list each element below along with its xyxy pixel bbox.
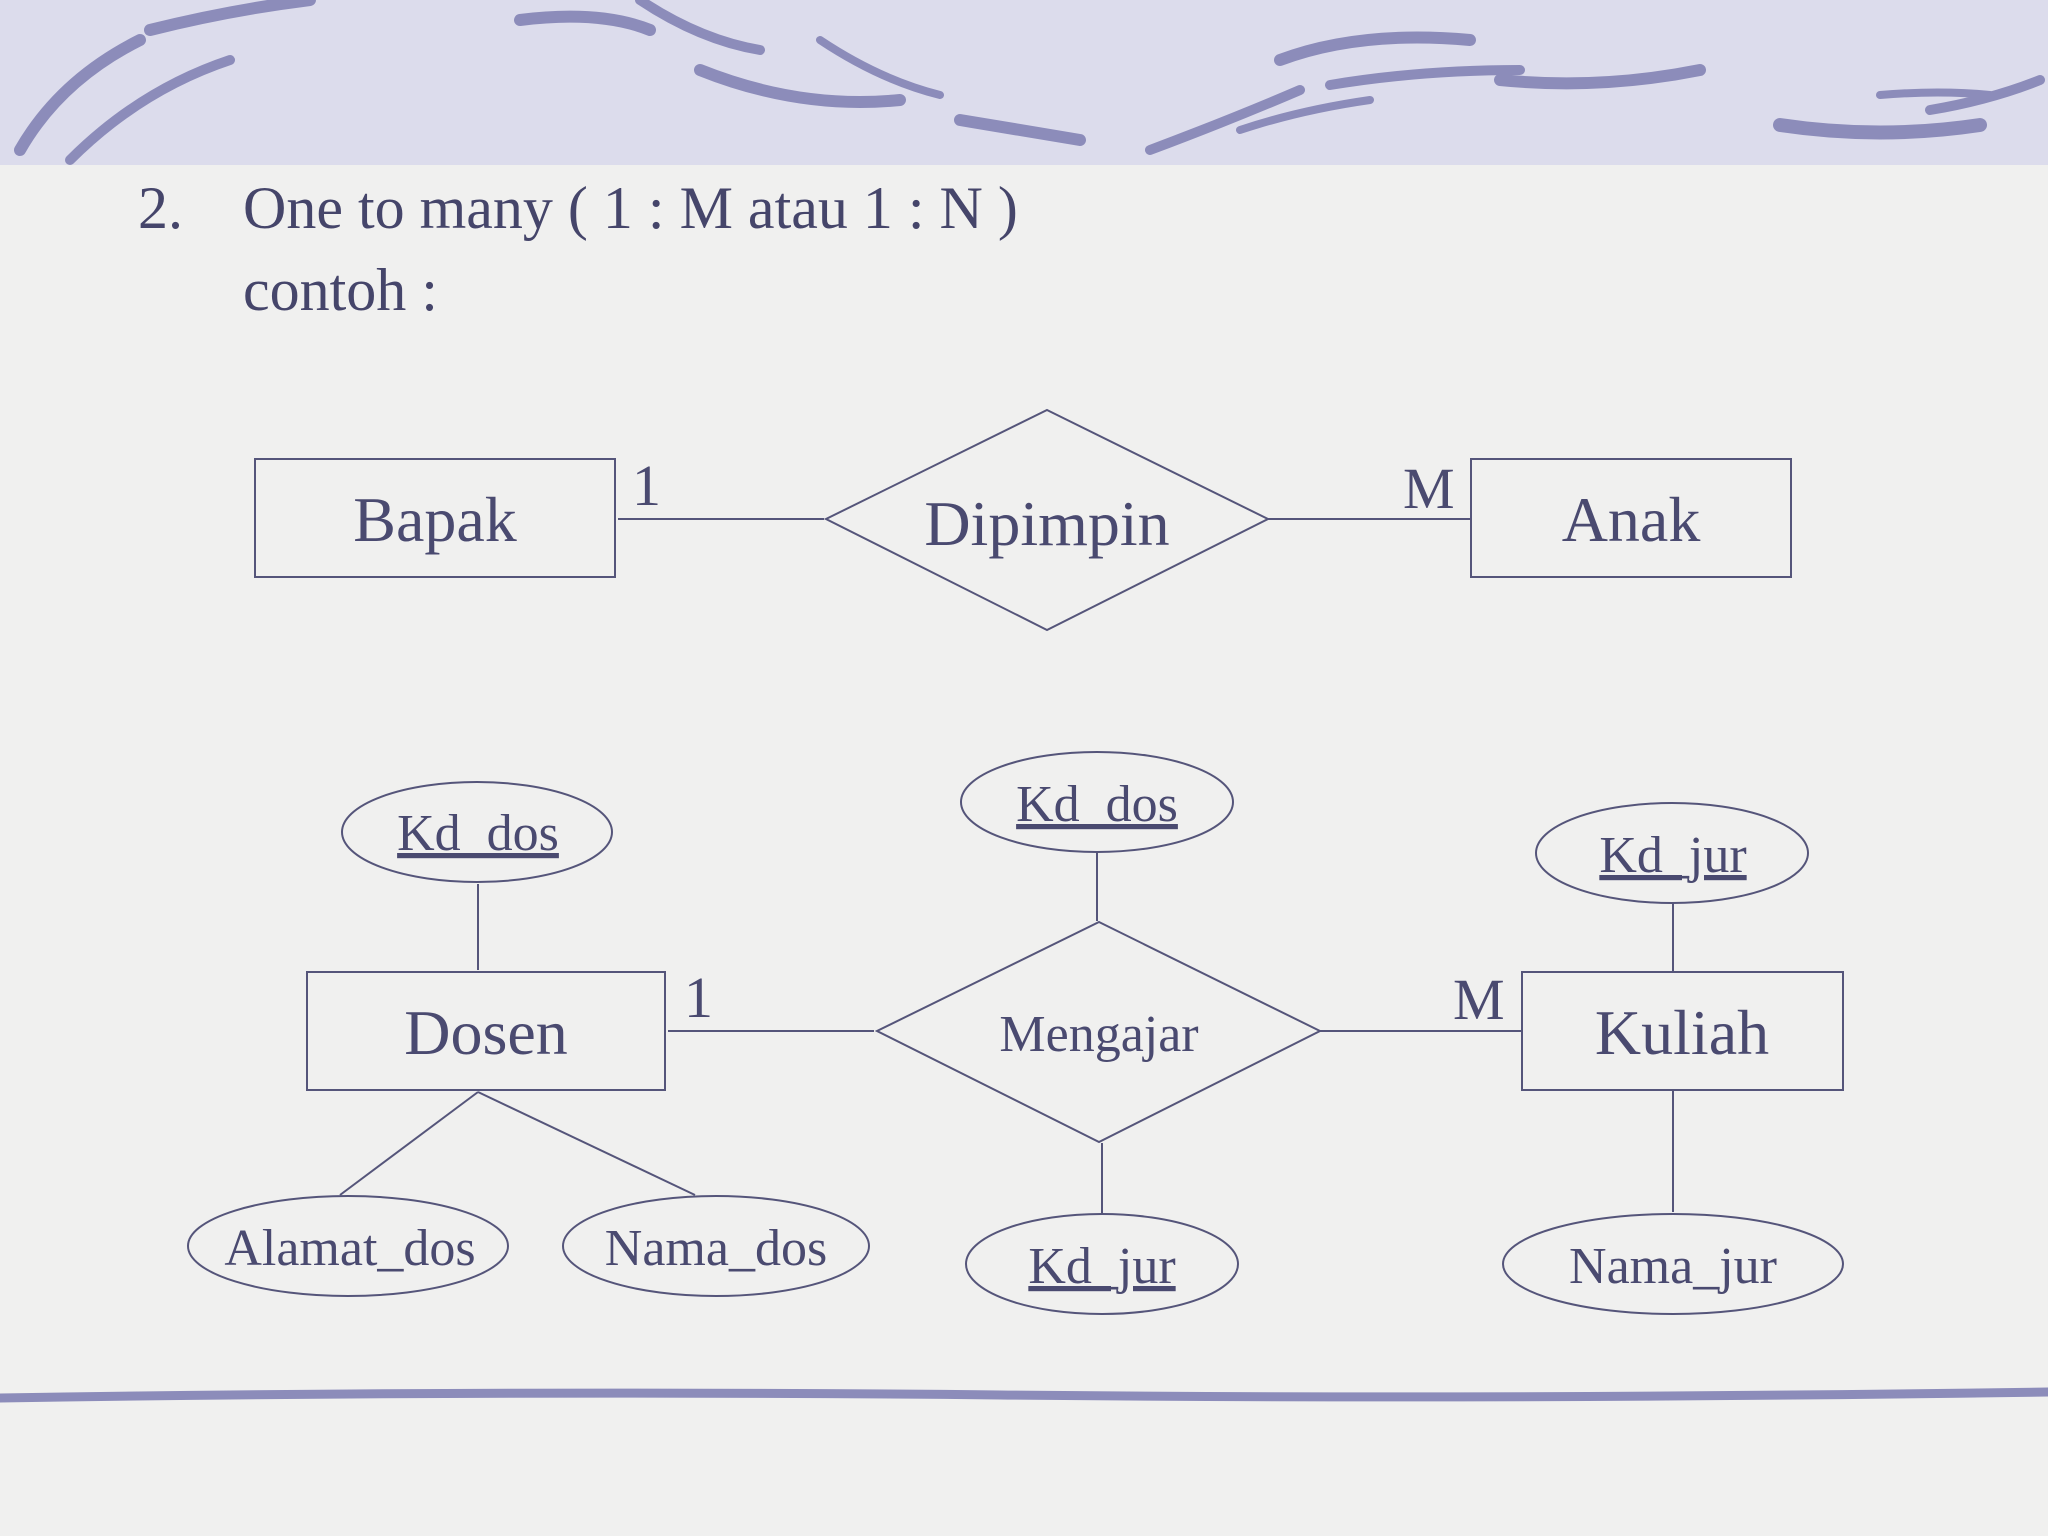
relationship-mengajar-label: Mengajar [999,1006,1198,1063]
brush-strokes [14,0,2045,165]
attribute-dosen-nama [562,1195,870,1297]
relationship-dipimpin [823,408,1271,632]
attribute-mengajar-kdjur [965,1213,1239,1315]
entity-kuliah-label: Kuliah [1595,997,1769,1068]
attribute-dosen-alamat [187,1195,509,1297]
entity-dosen [306,971,666,1091]
entity-bapak-label: Bapak [353,484,517,555]
list-number: 2. [138,175,183,241]
attribute-mengajar-kddos-label: Kd_dos [1016,776,1178,833]
attribute-dosen-kddos-label: Kd_dos [397,805,559,862]
relationship-mengajar [874,920,1323,1144]
cardinality-anak: M [1403,456,1455,521]
cardinality-dosen: 1 [684,965,713,1030]
diagram-bapak-anak [254,408,1792,632]
attribute-dosen-kddos [341,781,613,883]
slide-subtitle: contoh : [243,257,438,323]
attribute-mengajar-kdjur-label: Kd_jur [1028,1238,1175,1295]
attribute-kuliah-namajur [1502,1213,1844,1315]
entity-kuliah [1521,971,1844,1091]
attribute-mengajar-kddos [960,751,1234,853]
top-banner [0,0,2048,165]
bottom-rule [0,1387,2048,1403]
diagram-dosen-kuliah [187,751,1844,1315]
relationship-dipimpin-label: Dipimpin [924,488,1169,559]
entity-anak [1470,458,1792,578]
attribute-dosen-nama-label: Nama_dos [605,1220,827,1277]
connector-dosen-nama [477,1091,696,1196]
attribute-kuliah-kdjur [1535,802,1809,904]
entity-anak-label: Anak [1562,484,1701,555]
connector-dosen-alamat [339,1091,479,1196]
cardinality-bapak: 1 [632,453,661,518]
cardinality-kuliah: M [1453,967,1505,1032]
attribute-dosen-alamat-label: Alamat_dos [224,1220,475,1277]
attribute-kuliah-namajur-label: Nama_jur [1569,1238,1777,1295]
slide-title: One to many ( 1 : M atau 1 : N ) [243,175,1018,241]
entity-bapak [254,458,616,578]
attribute-kuliah-kdjur-label: Kd_jur [1599,827,1746,884]
entity-dosen-label: Dosen [404,997,568,1068]
